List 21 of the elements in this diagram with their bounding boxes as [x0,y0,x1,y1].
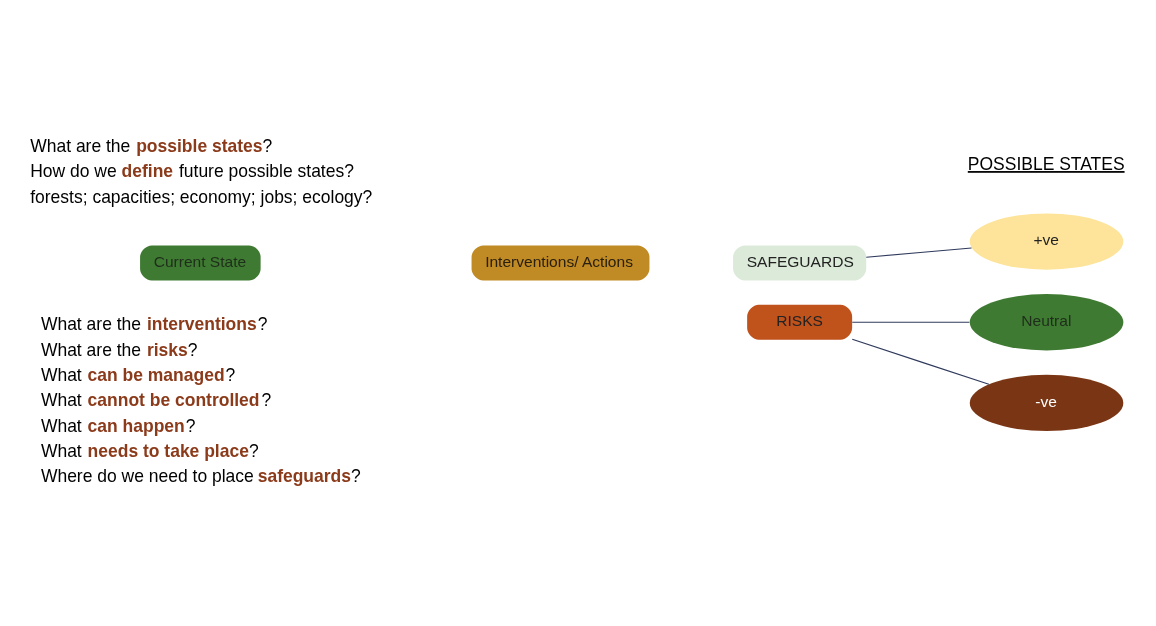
label: What can happen? [40,415,196,436]
label: forests; capacities; economy; jobs; ecology? [30,186,373,207]
connector [865,246,973,258]
label: What are the interventions? [40,313,268,334]
node-box: Interventions/ Actions [471,244,650,280]
connector [851,321,970,323]
label: What needs to take place? [40,440,259,461]
node-ellipse: +ve [969,212,1124,270]
label: POSSIBLE STATES [967,153,1125,174]
label: What are the risks? [40,339,198,360]
node-box: SAFEGUARDS [733,244,867,280]
node-ellipse: Neutral [969,293,1124,350]
label: What can be managed? [40,364,236,385]
node-box: RISKS [747,304,853,340]
label: What are the possible states? [30,135,273,156]
node-ellipse: -ve [969,374,1124,431]
label: How do we define future possible states? [30,160,354,181]
connector [851,338,990,385]
node-box: Current State [140,244,261,280]
label: Where do we need to place safeguards? [40,465,361,486]
label: What cannot be controlled? [40,389,272,410]
